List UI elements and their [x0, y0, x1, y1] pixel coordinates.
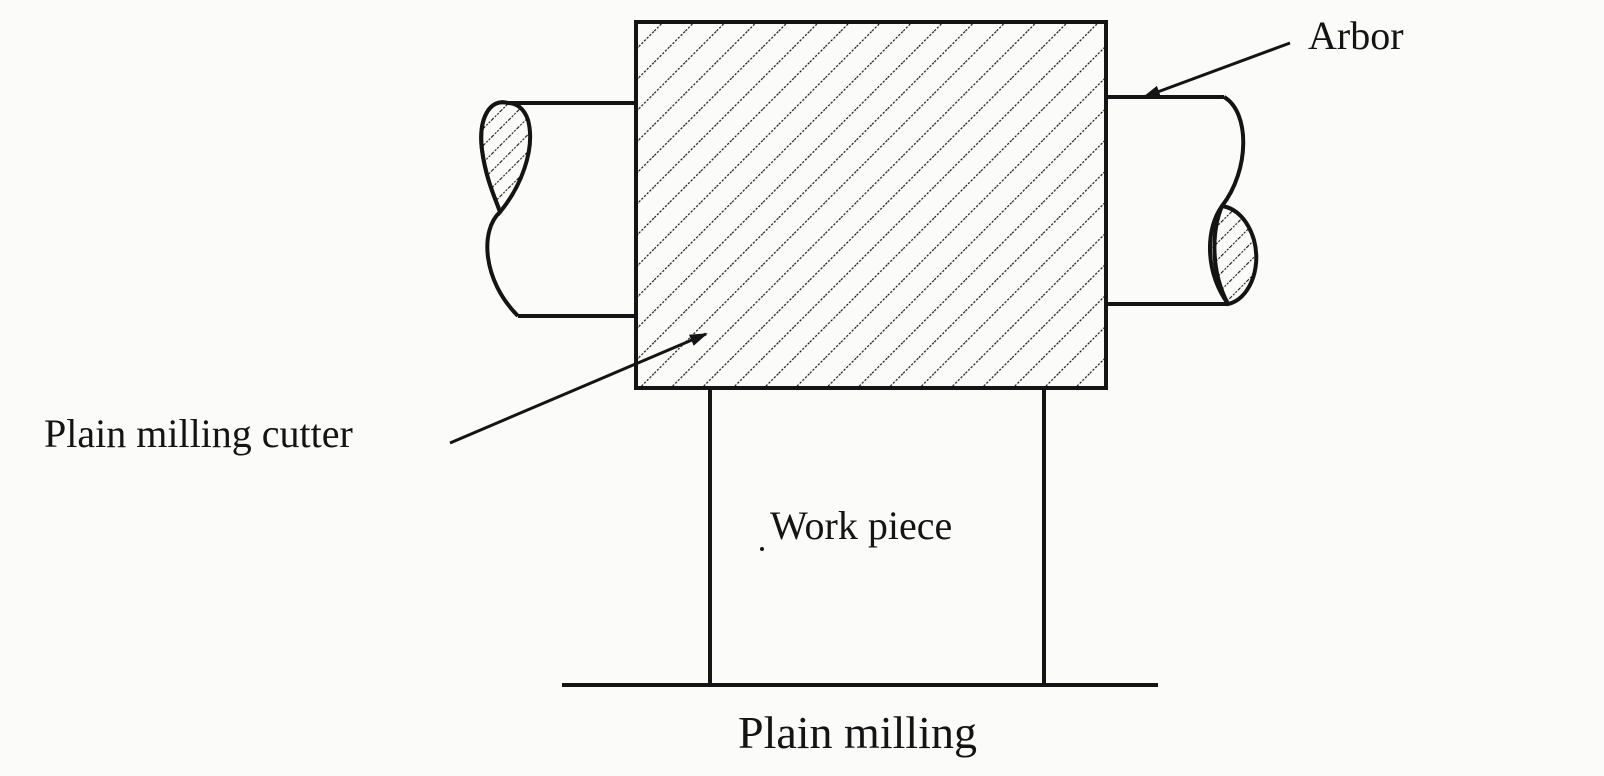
arbor-left-shaft: [479, 100, 636, 318]
cutter-leader-arrow: [449, 332, 708, 445]
milling-cutter-block: [634, 20, 1108, 390]
arbor-right-shaft: [1106, 95, 1259, 307]
arbor-right-break-section: [1207, 203, 1259, 307]
workpiece-label: Work piece: [770, 503, 953, 548]
print-speck: [760, 547, 764, 551]
arbor-label: Arbor: [1308, 13, 1404, 58]
arbor-leader-arrow: [1142, 41, 1291, 99]
diagram-title: Plain milling: [738, 707, 977, 758]
cutter-label: Plain milling cutter: [44, 411, 353, 456]
arbor-left-break-section: [479, 100, 533, 217]
work-piece: [708, 388, 1046, 685]
